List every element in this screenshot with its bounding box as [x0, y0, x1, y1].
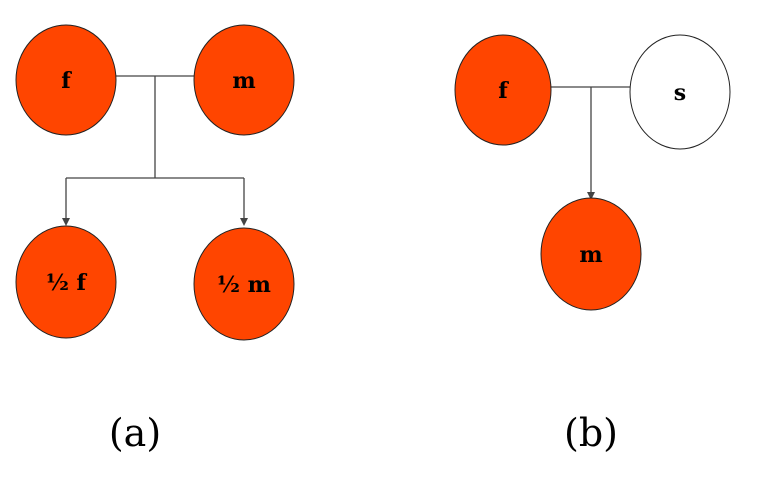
- panel-a-child-half-m-node: [193, 227, 295, 341]
- panel-b-child-m-node: [540, 197, 642, 311]
- panel-a-parent-m-label: m: [232, 68, 255, 94]
- panel-b-parent-s-label: s: [674, 80, 686, 106]
- panel-a: f m ½ f ½ m (a): [15, 24, 295, 455]
- panel-b-parent-s-node: [629, 34, 731, 150]
- panel-a-parent-f-node: [15, 24, 117, 136]
- panel-b-child-m-label: m: [579, 242, 602, 268]
- panel-a-parent-m-node: [193, 24, 295, 136]
- panel-b: f s m (b): [454, 34, 731, 455]
- panel-a-child-half-f-label: ½ f: [46, 270, 88, 296]
- panel-a-child-half-f-node: [15, 225, 117, 339]
- panel-a-parent-f-label: f: [61, 68, 72, 94]
- panel-b-caption: (b): [564, 411, 618, 455]
- panel-b-parent-f-node: [454, 34, 552, 146]
- panel-a-child-half-m-label: ½ m: [217, 272, 271, 298]
- panel-a-caption: (a): [109, 411, 161, 455]
- panel-b-parent-f-label: f: [498, 78, 509, 104]
